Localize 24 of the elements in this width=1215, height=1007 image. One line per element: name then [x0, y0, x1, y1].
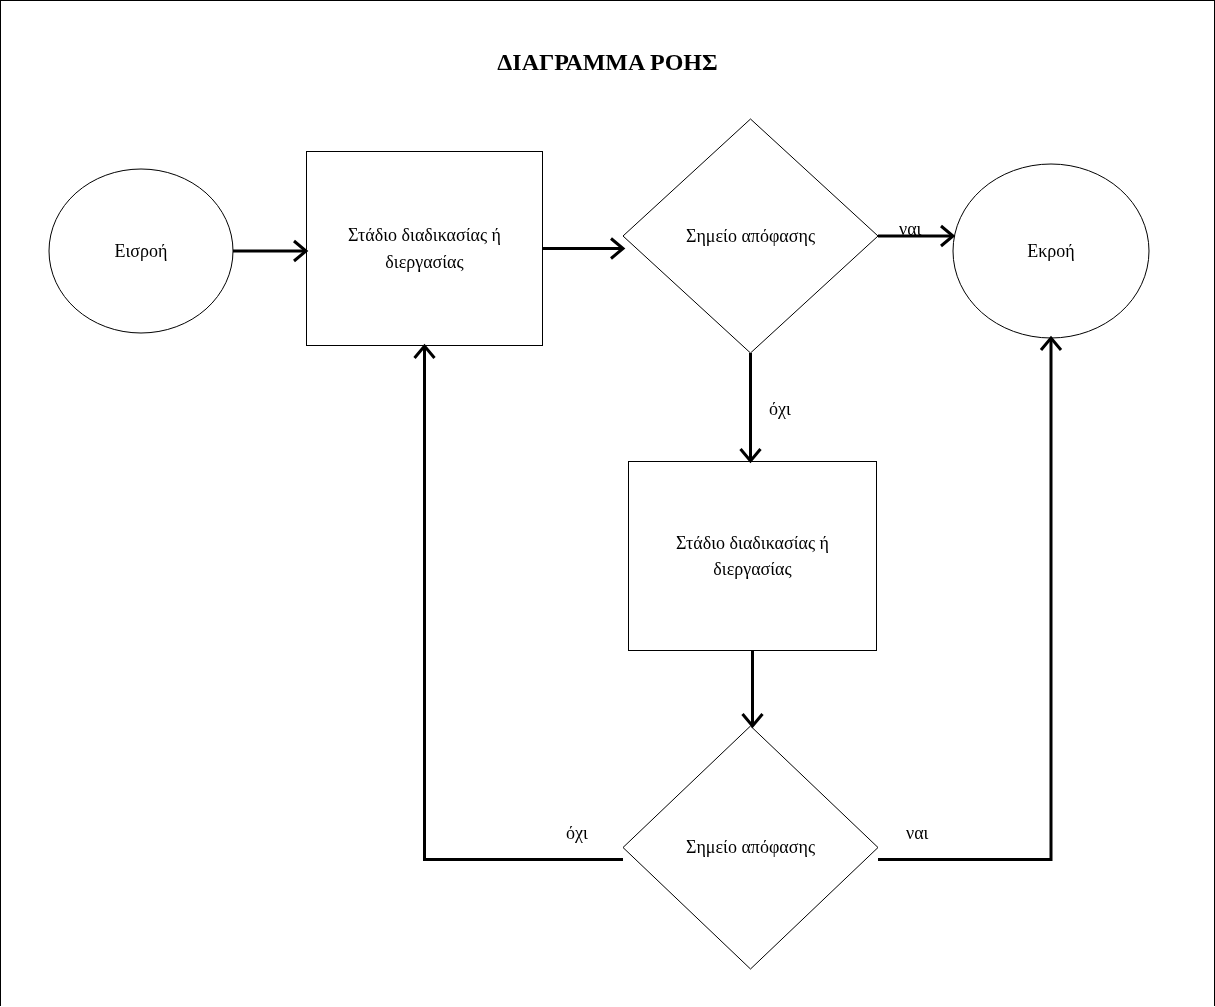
- node-label: Εκροή: [1027, 239, 1075, 263]
- diagram-title: ΔΙΑΓΡΑΜΜΑ ΡΟΗΣ: [496, 49, 719, 76]
- node-label: Στάδιο διαδικασίας ή διεργασίας: [674, 531, 831, 581]
- process-box: [306, 151, 543, 346]
- arrow: [878, 224, 955, 248]
- node-label: Σημείο απόφασης: [686, 224, 815, 248]
- arrow: [741, 651, 764, 728]
- process-box: [628, 461, 877, 651]
- arrow: [543, 237, 625, 260]
- edge-label: όχι: [566, 823, 588, 844]
- arrow: [739, 353, 762, 463]
- terminal-ellipse: [49, 169, 233, 333]
- decision-diamond: [623, 119, 878, 353]
- arrow: [878, 336, 1063, 861]
- node-label: Στάδιο διαδικασίας ή διεργασίας: [346, 224, 503, 274]
- node-label: Εισροή: [114, 239, 168, 263]
- edge-label: ναι: [906, 823, 929, 844]
- decision-diamond: [623, 726, 878, 969]
- edge-label: ναι: [899, 219, 922, 240]
- edge-label: όχι: [769, 399, 791, 420]
- terminal-ellipse: [953, 164, 1149, 338]
- arrow: [233, 239, 308, 263]
- arrow: [413, 344, 623, 861]
- node-label: Σημείο απόφασης: [686, 836, 815, 860]
